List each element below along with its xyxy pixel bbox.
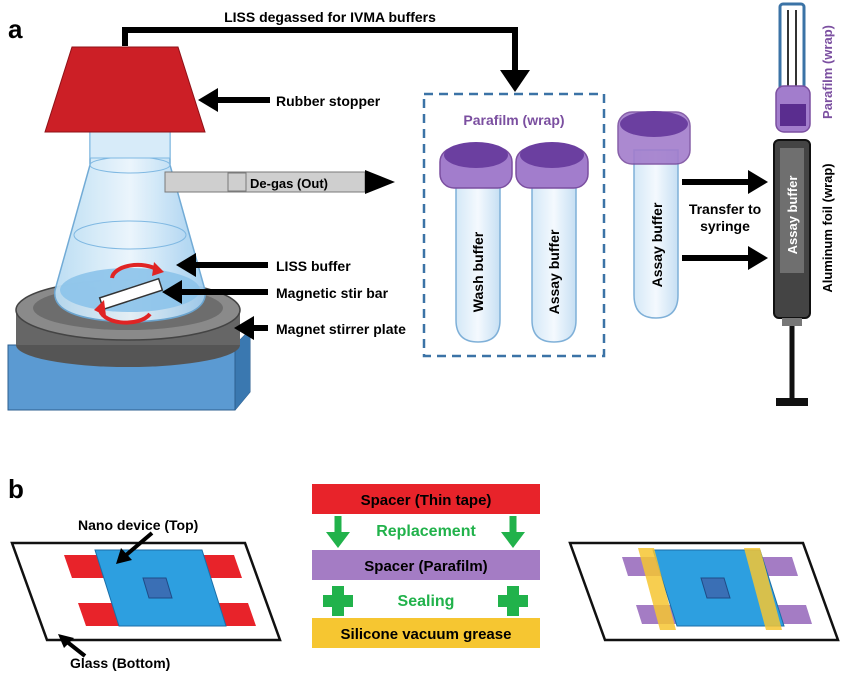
right-glass-slide	[568, 541, 840, 642]
degas-arrow-icon	[365, 170, 395, 194]
wash-buffer-label: Wash buffer	[470, 231, 486, 312]
silicone-grease-bar	[312, 618, 540, 648]
spacer-parafilm-label: Spacer (Parafilm)	[364, 558, 487, 575]
storage-box	[422, 92, 606, 358]
rubber-stopper	[44, 46, 206, 133]
syringe	[773, 2, 811, 406]
top-label: LISS degassed for IVMA buffers	[224, 9, 436, 25]
transfer-label-line1: Transfer to	[689, 201, 761, 217]
rotation-arrows-icon	[94, 262, 164, 325]
transfer-label-line2: syringe	[700, 218, 750, 234]
syringe-parafilm-label: Parafilm (wrap)	[820, 25, 835, 119]
stirrer-plate-label: Magnet stirrer plate	[276, 321, 406, 337]
panel-b-letter: b	[8, 474, 24, 504]
spacer-thin-tape-bar	[312, 484, 540, 514]
assay-buffer-label-tube: Assay buffer	[649, 202, 665, 287]
transfer-arrows	[682, 170, 768, 270]
degassed-transfer-arrow	[122, 27, 530, 92]
rubber-stopper-label: Rubber stopper	[276, 93, 381, 109]
spacer-thin-tape-label: Spacer (Thin tape)	[361, 492, 492, 509]
wash-buffer-tube	[439, 142, 513, 343]
degas-label: De-gas (Out)	[250, 176, 328, 191]
aluminum-foil-label: Aluminum foil (wrap)	[820, 163, 835, 292]
spacer-parafilm-bar	[312, 550, 540, 580]
liss-buffer-label: LISS buffer	[276, 258, 351, 274]
sealing-label: Sealing	[398, 593, 455, 610]
assay-buffer-label-box: Assay buffer	[546, 229, 562, 314]
parafilm-box-label: Parafilm (wrap)	[463, 112, 564, 128]
nano-device-label: Nano device (Top)	[78, 517, 198, 533]
silicone-grease-label: Silicone vacuum grease	[341, 626, 512, 643]
panel-b-label-arrows	[58, 531, 154, 658]
glass-bottom-label: Glass (Bottom)	[70, 655, 170, 671]
syringe-assay-label: Assay buffer	[785, 176, 800, 255]
label-arrows	[162, 88, 270, 340]
assay-buffer-tube	[617, 111, 691, 319]
sealing-plus-icons	[323, 586, 528, 616]
left-glass-slide	[10, 541, 282, 642]
replacement-arrows	[326, 516, 525, 548]
assay-buffer-tube-box	[515, 142, 589, 343]
replacement-label: Replacement	[376, 523, 476, 540]
panel-a-letter: a	[8, 14, 23, 44]
stir-bar-label: Magnetic stir bar	[276, 285, 389, 301]
